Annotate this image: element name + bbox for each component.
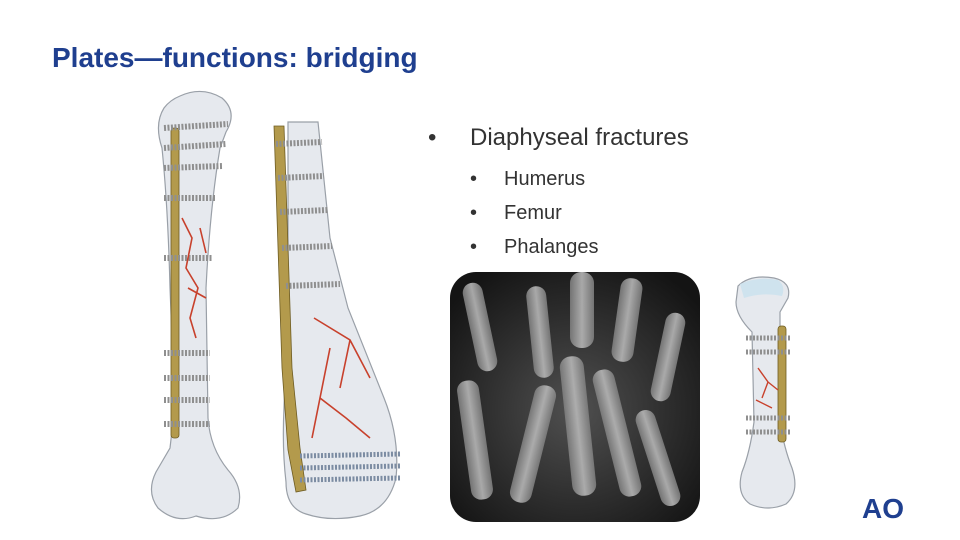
femur-plate-illustration	[273, 121, 401, 520]
bullet-glyph: •	[470, 168, 478, 190]
ao-logo-text: AO	[862, 493, 904, 523]
hand-xray-image	[450, 272, 700, 522]
bullet-glyph: •	[470, 202, 478, 224]
list-item: • Femur	[470, 196, 689, 230]
ao-logo: AO	[862, 493, 904, 523]
humerus-plate-illustration	[150, 90, 241, 520]
sub-bullet-list: • Humerus • Femur • Phalanges	[470, 162, 689, 264]
list-item: • Humerus	[470, 162, 689, 196]
list-item: • Phalanges	[470, 230, 689, 264]
phalanx-plate-illustration	[735, 276, 796, 509]
bullet-list: • Diaphyseal fractures • Humerus • Femur…	[428, 124, 689, 264]
main-bullet: • Diaphyseal fractures	[428, 124, 689, 152]
sub-bullet-text: Phalanges	[504, 236, 599, 258]
sub-bullet-text: Femur	[504, 202, 562, 224]
sub-bullet-text: Humerus	[504, 168, 586, 190]
main-bullet-text: Diaphyseal fractures	[470, 124, 689, 151]
bullet-glyph: •	[428, 124, 437, 151]
slide-title: Plates—functions: bridging	[52, 42, 418, 73]
bullet-glyph: •	[470, 236, 478, 258]
